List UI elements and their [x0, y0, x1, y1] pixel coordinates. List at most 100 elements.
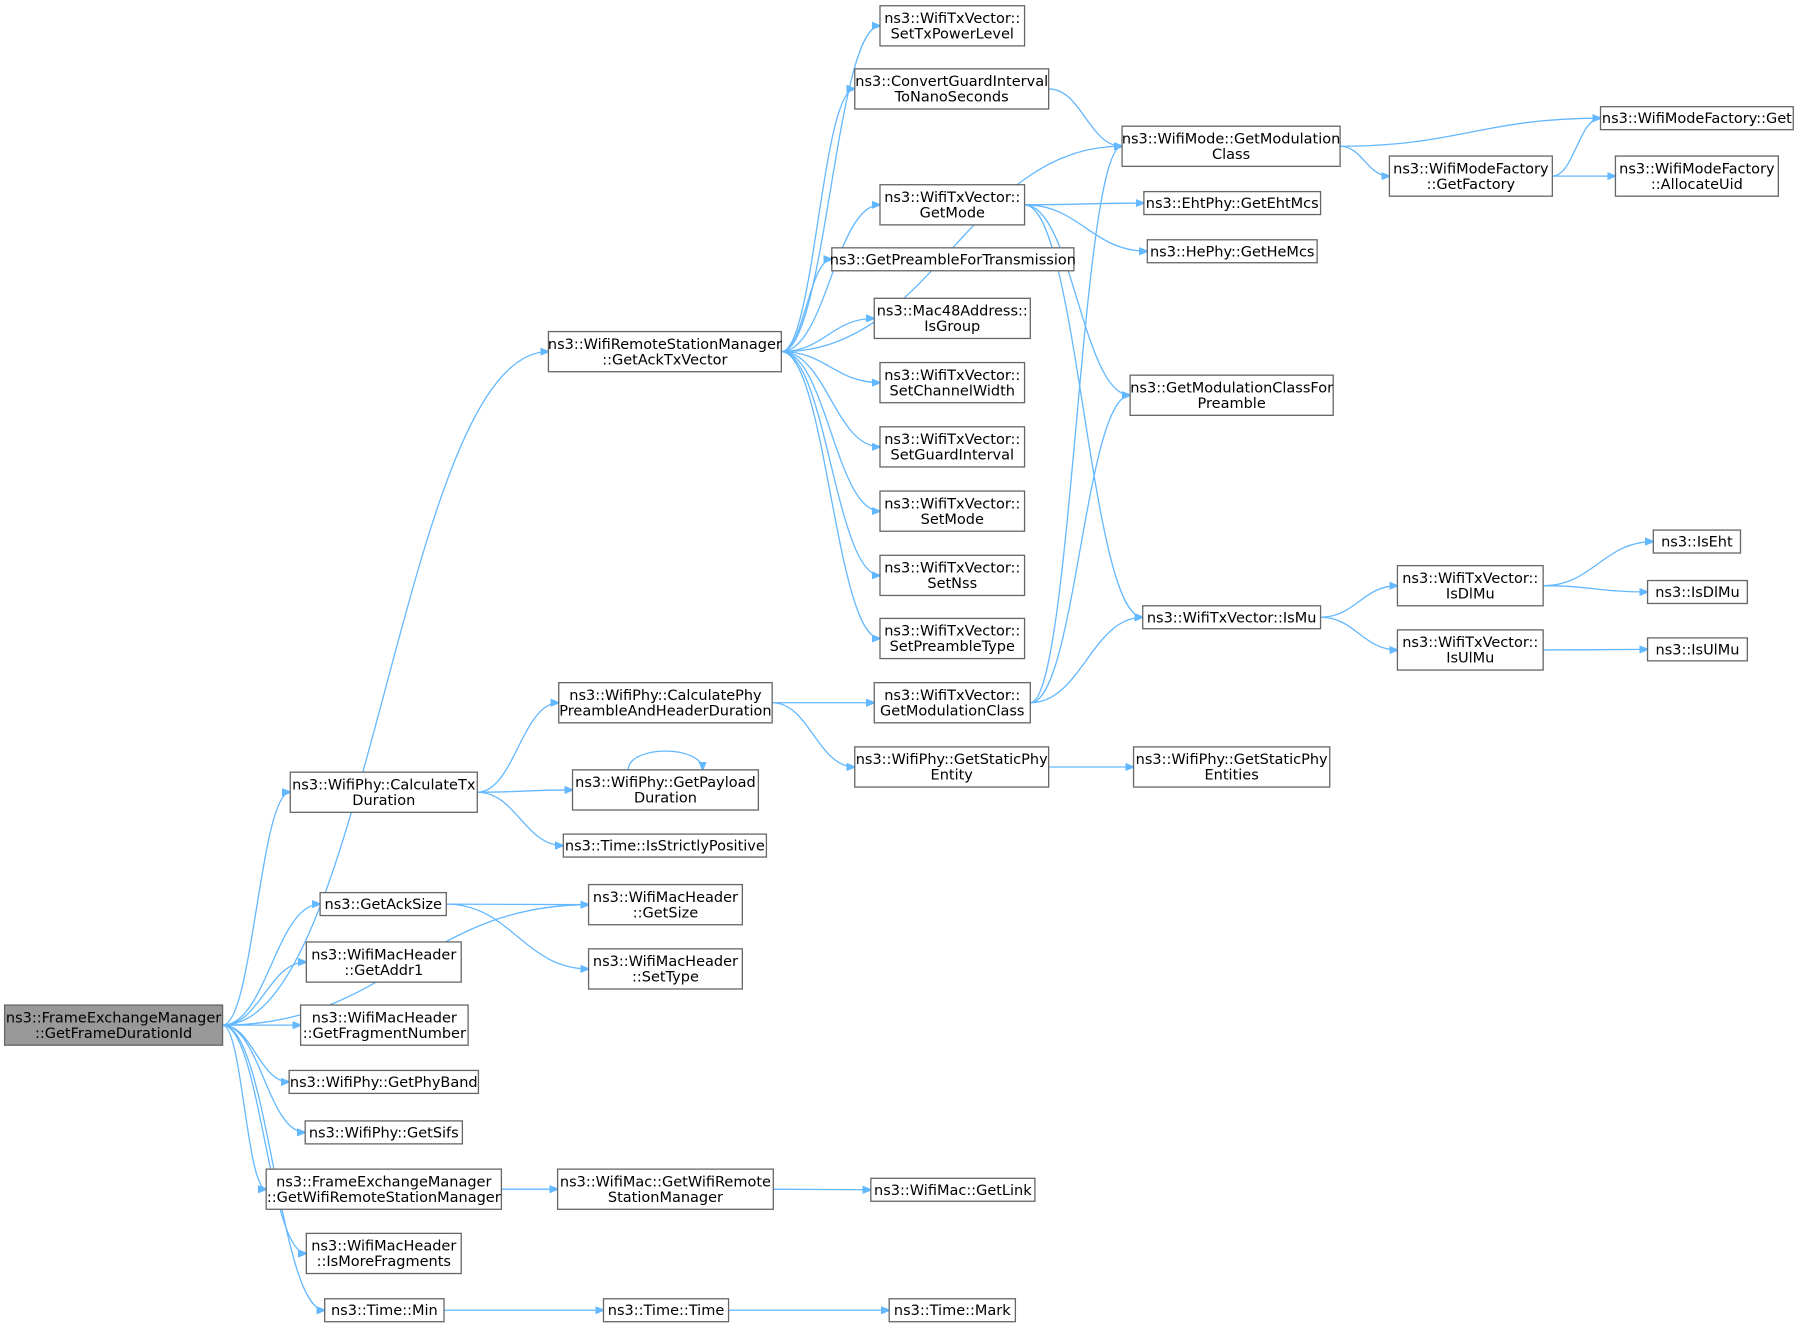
node-txvGetModClass[interactable]: ns3::WifiTxVector::GetModulationClass	[873, 682, 1031, 724]
node-label-line: Duration	[352, 793, 415, 809]
node-setPreamble[interactable]: ns3::WifiTxVector::SetPreambleType	[879, 617, 1026, 660]
edge-getAckTxVector-to-setGi	[781, 351, 880, 447]
edge-arrow	[477, 790, 572, 792]
edge-arrow	[222, 904, 321, 1026]
node-heMcs[interactable]: ns3::HePhy::GetHeMcs	[1146, 239, 1318, 264]
node-getAddr1[interactable]: ns3::WifiMacHeader::GetAddr1	[305, 941, 462, 983]
edge-arrow	[1320, 586, 1398, 618]
node-setNss[interactable]: ns3::WifiTxVector::SetNss	[879, 554, 1026, 597]
edge-convertGi-to-modeGetModClass	[1048, 88, 1122, 146]
node-isUlMu[interactable]: ns3::IsUlMu	[1646, 637, 1749, 662]
node-isStrictPos[interactable]: ns3::Time::IsStrictlyPositive	[562, 833, 768, 858]
edge-root-to-calcTxDuration	[222, 792, 291, 1026]
node-isMoreFrag[interactable]: ns3::WifiMacHeader::IsMoreFragments	[305, 1232, 462, 1275]
edge-arrow	[1024, 203, 1144, 205]
edge-arrow	[781, 259, 831, 353]
node-label-line: ns3::IsUlMu	[1656, 642, 1740, 658]
node-label-line: ns3::WifiMacHeader	[593, 890, 738, 906]
node-label-line: ::GetAddr1	[344, 963, 423, 979]
node-getPhyBand[interactable]: ns3::WifiPhy::GetPhyBand	[288, 1069, 480, 1095]
node-getFragNum[interactable]: ns3::WifiMacHeader::GetFragmentNumber	[299, 1004, 469, 1046]
node-factoryGet[interactable]: ns3::WifiModeFactory::Get	[1599, 106, 1794, 131]
node-fxmGetRsm[interactable]: ns3::FrameExchangeManager::GetWifiRemote…	[265, 1168, 503, 1210]
node-isMu[interactable]: ns3::WifiTxVector::IsMu	[1142, 605, 1322, 630]
node-label-line: ns3::WifiTxVector::	[884, 561, 1020, 577]
node-box	[1614, 155, 1779, 197]
node-setChWidth[interactable]: ns3::WifiTxVector::SetChannelWidth	[879, 361, 1026, 404]
node-label-line: ::GetFactory	[1427, 177, 1516, 193]
node-isDlMuTxv[interactable]: ns3::WifiTxVector::IsDlMu	[1396, 564, 1544, 607]
node-box	[299, 1004, 469, 1046]
node-box	[1652, 529, 1742, 554]
node-box	[558, 682, 773, 724]
node-box	[571, 769, 760, 811]
node-timeMark[interactable]: ns3::Time::Mark	[888, 1298, 1017, 1323]
node-box	[1646, 637, 1749, 662]
node-ehtMcs[interactable]: ns3::EhtPhy::GetEhtMcs	[1143, 190, 1322, 216]
node-label-line: ns3::WifiModeFactory::Get	[1602, 111, 1792, 127]
edge-arrow	[1543, 649, 1647, 650]
node-getAckTxVector[interactable]: ns3::WifiRemoteStationManager::GetAckTxV…	[547, 330, 782, 373]
node-label-line: ns3::IsDlMu	[1655, 585, 1739, 601]
node-getAckSize[interactable]: ns3::GetAckSize	[319, 891, 447, 917]
node-macGetRsm[interactable]: ns3::WifiMac::GetWifiRemoteStationManage…	[556, 1168, 774, 1210]
edge-arrow	[222, 1024, 267, 1189]
edge-getAckTxVector-to-getPreamble	[781, 259, 831, 353]
node-label-line: SetMode	[921, 512, 984, 528]
node-box	[288, 1069, 480, 1095]
edge-getAckSize-to-setType	[446, 903, 588, 969]
node-isGroup[interactable]: ns3::Mac48Address::IsGroup	[873, 297, 1031, 340]
edge-arrow	[1024, 204, 1143, 617]
edge-arrow	[781, 318, 874, 353]
node-label-line: ::GetWifiRemoteStationManager	[267, 1190, 501, 1206]
node-isUlMuTxv[interactable]: ns3::WifiTxVector::IsUlMu	[1396, 629, 1544, 671]
node-setGi[interactable]: ns3::WifiTxVector::SetGuardInterval	[879, 426, 1026, 468]
node-box	[1143, 190, 1322, 216]
node-label-line: ns3::HePhy::GetHeMcs	[1150, 244, 1315, 260]
node-label-line: PreambleAndHeaderDuration	[559, 703, 771, 719]
node-label-line: ns3::FrameExchangeManager	[276, 1174, 491, 1190]
node-modeGetModClass[interactable]: ns3::WifiMode::GetModulationClass	[1121, 125, 1341, 168]
node-label-line: ns3::WifiMac::GetWifiRemote	[560, 1174, 771, 1190]
node-box	[888, 1298, 1017, 1323]
edge-calcTxDuration-to-getPayload	[477, 790, 572, 792]
node-label-line: SetPreambleType	[890, 639, 1015, 655]
node-getFactory[interactable]: ns3::WifiModeFactory::GetFactory	[1388, 155, 1553, 197]
edge-txvGetModClass-to-modeGetModClass	[1030, 146, 1122, 704]
edge-arrow	[781, 205, 880, 353]
node-timeTime[interactable]: ns3::Time::Time	[602, 1298, 730, 1323]
node-label-line: ns3::Time::Time	[608, 1303, 725, 1319]
node-box	[305, 941, 462, 983]
edge-root-to-timeMin	[222, 1024, 325, 1310]
node-box	[873, 297, 1031, 340]
node-label-line: ns3::WifiPhy::GetSifs	[309, 1125, 459, 1141]
node-macGetSize[interactable]: ns3::WifiMacHeader::GetSize	[587, 883, 743, 926]
node-calcPhyPre[interactable]: ns3::WifiPhy::CalculatePhyPreambleAndHea…	[558, 682, 773, 724]
edge-modeGetModClass-to-getFactory	[1340, 145, 1389, 176]
node-isDlMu[interactable]: ns3::IsDlMu	[1646, 579, 1749, 605]
node-label-line: ::SetType	[632, 970, 699, 986]
node-box	[1146, 239, 1318, 264]
node-setTxPower[interactable]: ns3::WifiTxVector::SetTxPowerLevel	[879, 5, 1026, 47]
node-label-line: ns3::WifiModeFactory	[1393, 161, 1549, 177]
node-allocUid[interactable]: ns3::WifiModeFactory::AllocateUid	[1614, 155, 1779, 197]
node-label-line: ns3::WifiPhy::GetStaticPhy	[1136, 752, 1328, 768]
node-box	[879, 617, 1026, 660]
node-label-line: ns3::WifiRemoteStationManager	[548, 337, 782, 353]
node-macGetLink[interactable]: ns3::WifiMac::GetLink	[870, 1177, 1036, 1202]
node-root[interactable]: ns3::FrameExchangeManager::GetFrameDurat…	[3, 1004, 224, 1046]
node-getSifs[interactable]: ns3::WifiPhy::GetSifs	[304, 1120, 464, 1145]
node-txvGetMode[interactable]: ns3::WifiTxVector::GetMode	[879, 184, 1026, 226]
node-timeMin[interactable]: ns3::Time::Min	[324, 1298, 445, 1323]
node-setMode[interactable]: ns3::WifiTxVector::SetMode	[879, 490, 1026, 532]
node-getPreamble[interactable]: ns3::GetPreambleForTransmission	[830, 247, 1076, 272]
node-setType[interactable]: ns3::WifiMacHeader::SetType	[587, 948, 743, 990]
node-isEht[interactable]: ns3::IsEht	[1652, 529, 1742, 554]
